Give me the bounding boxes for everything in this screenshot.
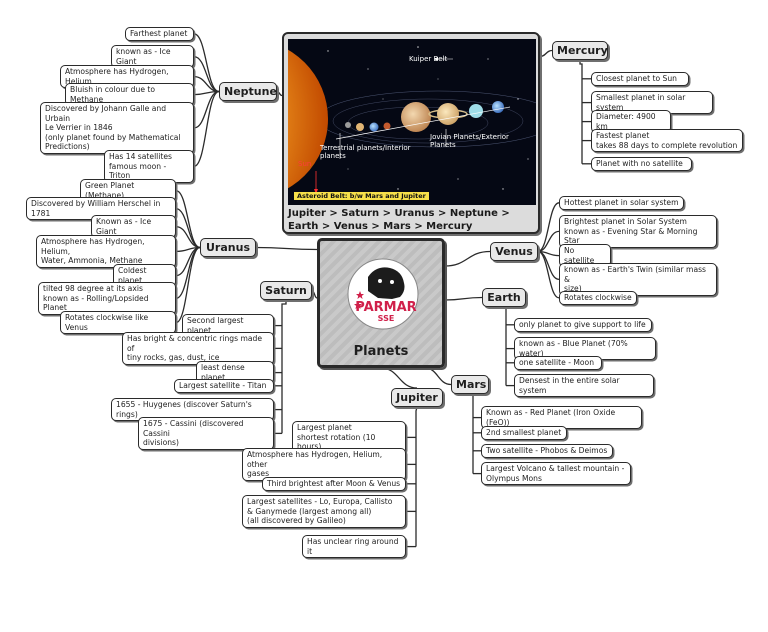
venus-fact: Hottest planet in solar system (559, 196, 684, 210)
solar-system-image-panel: Kuiper Belt Terrestrial planets/Interior… (282, 32, 540, 234)
connector-line (539, 49, 553, 58)
mercury-fact: Smallest planet in solar system (591, 91, 713, 115)
neptune-fact: Farthest planet (125, 27, 194, 41)
connector-line (281, 300, 287, 434)
topic-venus: Venus (490, 242, 538, 261)
connector-line (537, 250, 560, 299)
jupiter-fact: Third brightest after Moon & Venus (262, 477, 406, 491)
terrestrial-planets-label: Terrestrial planets/Interior planets (320, 144, 411, 160)
connector-line (193, 33, 220, 93)
connector-line (415, 406, 418, 547)
topic-jupiter: Jupiter (391, 388, 443, 407)
uranus-fact: tilted 98 degree at its axis known as - … (38, 282, 176, 315)
connector-line (175, 207, 201, 249)
venus-fact: Brightest planet in Solar System known a… (559, 215, 717, 248)
connector-line (193, 90, 220, 129)
topic-mars: Mars (451, 375, 489, 394)
topic-uranus: Uranus (200, 238, 256, 257)
connector-line (175, 189, 201, 249)
connector-line (175, 246, 201, 300)
connector-line (193, 90, 220, 168)
mars-fact: Largest Volcano & tallest mountain - Oly… (481, 462, 631, 486)
mercury-fact: Closest planet to Sun (591, 72, 689, 86)
connector-line (444, 250, 491, 267)
connector-line (537, 230, 560, 253)
connector-line (255, 246, 318, 251)
connector-line (424, 367, 452, 386)
kuiper-belt-label: Kuiper Belt (409, 55, 448, 63)
solar-system-illustration (288, 39, 536, 205)
sun-label: Sun (298, 160, 312, 168)
connector-line (193, 55, 220, 93)
saturn-fact: 1675 - Cassini (discovered Cassini divis… (138, 417, 274, 450)
connector-line (175, 225, 201, 249)
mercury-fact: Fastest planet takes 88 days to complete… (591, 129, 743, 153)
uranus-fact: Discovered by William Herschel in 1781 (26, 197, 176, 221)
topic-saturn: Saturn (260, 281, 312, 300)
mars-fact: Two satellite - Phobos & Deimos (481, 444, 613, 458)
topic-mercury: Mercury (552, 41, 608, 60)
uranus-fact: Coldest planet (113, 264, 176, 288)
topic-neptune: Neptune (219, 82, 277, 101)
neptune-fact: Has 14 satellites famous moon - Triton (104, 150, 194, 183)
venus-fact: Rotates clockwise (559, 291, 637, 305)
jovian-planets-label: Jovian Planets/Exterior Planets (430, 133, 509, 149)
central-node-title: Planets (353, 344, 409, 359)
earth-fact: Densest in the entire solar system (514, 374, 654, 398)
mercury-fact: Planet with no satellite (591, 157, 692, 171)
venus-fact: known as - Earth's Twin (similar mass & … (559, 263, 717, 296)
saturn-fact: Has bright & concentric rings made of ti… (122, 332, 274, 365)
connector-line (444, 296, 483, 301)
connector-line (380, 367, 418, 389)
asteroid-belt-label: Asteroid Belt: b/w Mars and Jupiter (294, 192, 429, 200)
earth-fact: one satellite - Moon (514, 356, 602, 370)
connector-line (276, 90, 283, 97)
planet-size-order: Jupiter > Saturn > Uranus > Neptune > Ea… (288, 208, 510, 232)
jupiter-fact: Has unclear ring around it (302, 535, 406, 559)
connector-line (579, 60, 583, 164)
connector-line (311, 289, 318, 299)
connector-line (175, 246, 201, 324)
uranus-fact: Rotates clockwise like Venus (60, 311, 176, 335)
topic-earth: Earth (482, 288, 526, 307)
logo-text-sse: SSE (378, 314, 395, 323)
logo-text-parmar: PARMAR (355, 300, 416, 315)
jupiter-fact: Largest satellites - Lo, Europa, Callist… (242, 495, 406, 528)
earth-fact: only planet to give support to life (514, 318, 652, 332)
neptune-fact: Discovered by Johann Galle and Urbain Le… (40, 102, 194, 154)
jupiter-fact: Atmosphere has Hydrogen, Helium, other g… (242, 448, 406, 481)
saturn-fact: Largest satellite - Titan (174, 379, 274, 393)
connector-line (537, 202, 560, 253)
mars-fact: Known as - Red Planet (Iron Oxide (FeO)) (481, 406, 642, 430)
uranus-fact: Atmosphere has Hydrogen, Helium, Water, … (36, 235, 176, 268)
parmar-sse-logo: PARMAR SSE (347, 258, 419, 330)
central-node-planets: PARMAR SSE Planets (317, 238, 445, 368)
mars-fact: 2nd smallest planet (481, 426, 567, 440)
uranus-fact: Green Planet (Methane) (80, 179, 176, 203)
